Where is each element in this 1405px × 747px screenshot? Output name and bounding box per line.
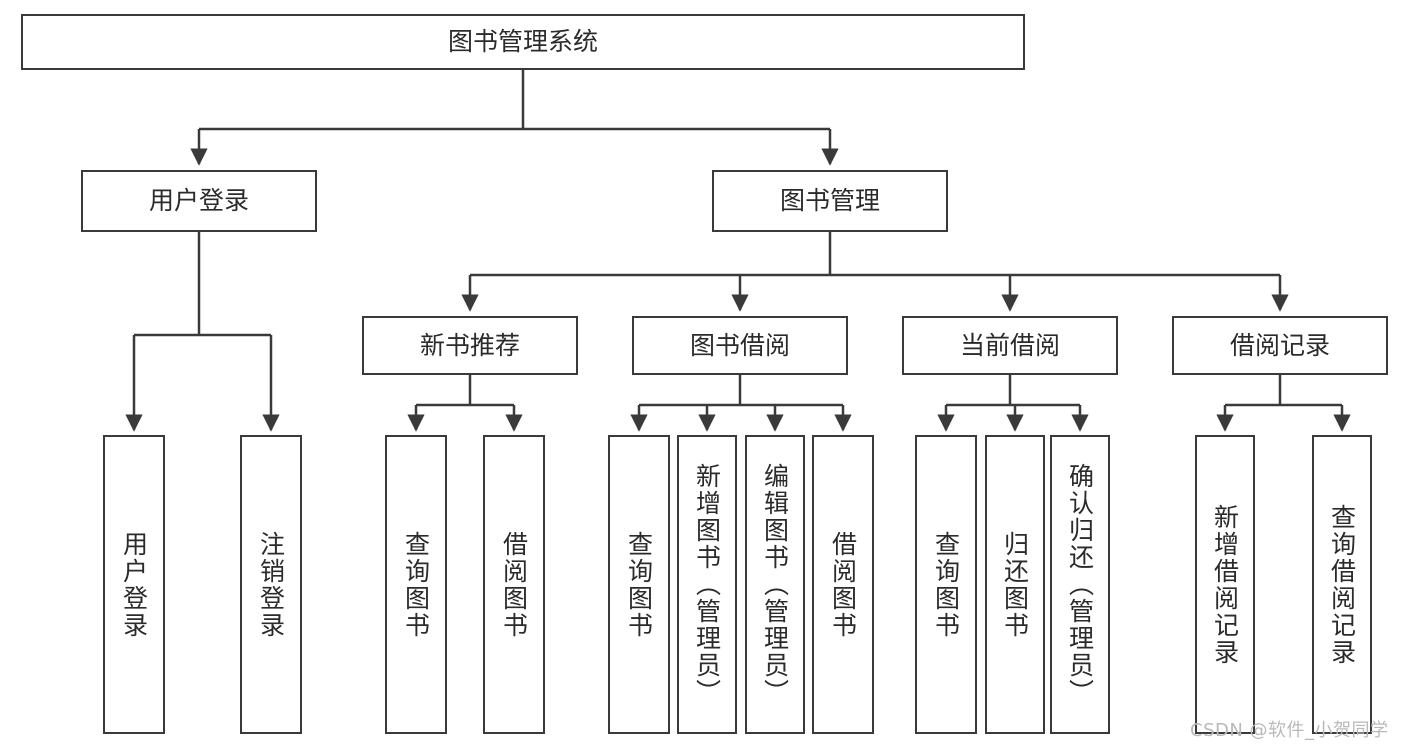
node-book-management[interactable]: 图书管理 — [712, 170, 948, 232]
leaf-book-borrow-query-book[interactable]: 查询图书 — [608, 435, 670, 734]
leaf-book-borrow-add-book-admin[interactable]: 新增图书（管理员） — [677, 435, 737, 734]
node-new-book-recommendation[interactable]: 新书推荐 — [362, 316, 578, 375]
node-label: 新增借阅记录 — [1210, 503, 1240, 666]
node-label: 当前借阅 — [959, 330, 1060, 360]
node-label: 查询图书 — [401, 530, 431, 639]
leaf-new-book-query-book[interactable]: 查询图书 — [385, 435, 447, 734]
node-label: 归还图书 — [1000, 530, 1030, 639]
node-label: 查询图书 — [931, 530, 961, 639]
node-user-login[interactable]: 用户登录 — [81, 170, 317, 232]
leaf-user-login-logout[interactable]: 注销登录 — [240, 435, 302, 734]
node-label: 确认归还（管理员） — [1065, 463, 1095, 706]
node-label: 用户登录 — [148, 186, 249, 215]
leaf-book-borrow-edit-book-admin[interactable]: 编辑图书（管理员） — [745, 435, 805, 734]
node-label: 用户登录 — [119, 530, 149, 639]
node-book-borrowing[interactable]: 图书借阅 — [632, 316, 848, 375]
node-label: 新书推荐 — [419, 330, 520, 360]
leaf-current-borrow-confirm-return-admin[interactable]: 确认归还（管理员） — [1050, 435, 1110, 734]
node-label: 图书借阅 — [689, 330, 790, 360]
node-label: 新增图书（管理员） — [692, 463, 722, 706]
node-label: 借阅记录 — [1229, 330, 1330, 360]
node-root-book-management-system[interactable]: 图书管理系统 — [21, 14, 1025, 70]
leaf-borrow-record-query-record[interactable]: 查询借阅记录 — [1312, 435, 1372, 734]
node-label: 查询图书 — [624, 530, 654, 639]
node-label: 图书管理系统 — [447, 27, 598, 56]
node-label: 借阅图书 — [499, 530, 529, 639]
leaf-current-borrow-query-book[interactable]: 查询图书 — [915, 435, 977, 734]
node-label: 查询借阅记录 — [1327, 503, 1357, 666]
node-label: 借阅图书 — [828, 530, 858, 639]
node-label: 图书管理 — [779, 186, 880, 215]
leaf-user-login-login[interactable]: 用户登录 — [103, 435, 165, 734]
node-label: 编辑图书（管理员） — [760, 463, 790, 706]
leaf-book-borrow-borrow-book[interactable]: 借阅图书 — [812, 435, 874, 734]
leaf-current-borrow-return-book[interactable]: 归还图书 — [985, 435, 1045, 734]
node-current-borrowing[interactable]: 当前借阅 — [902, 316, 1118, 375]
leaf-borrow-record-add-record[interactable]: 新增借阅记录 — [1195, 435, 1255, 734]
node-label: 注销登录 — [256, 530, 286, 639]
watermark: CSDN @软件_小贺同学 — [1190, 720, 1389, 741]
leaf-new-book-borrow-book[interactable]: 借阅图书 — [483, 435, 545, 734]
node-borrowing-record[interactable]: 借阅记录 — [1172, 316, 1388, 375]
